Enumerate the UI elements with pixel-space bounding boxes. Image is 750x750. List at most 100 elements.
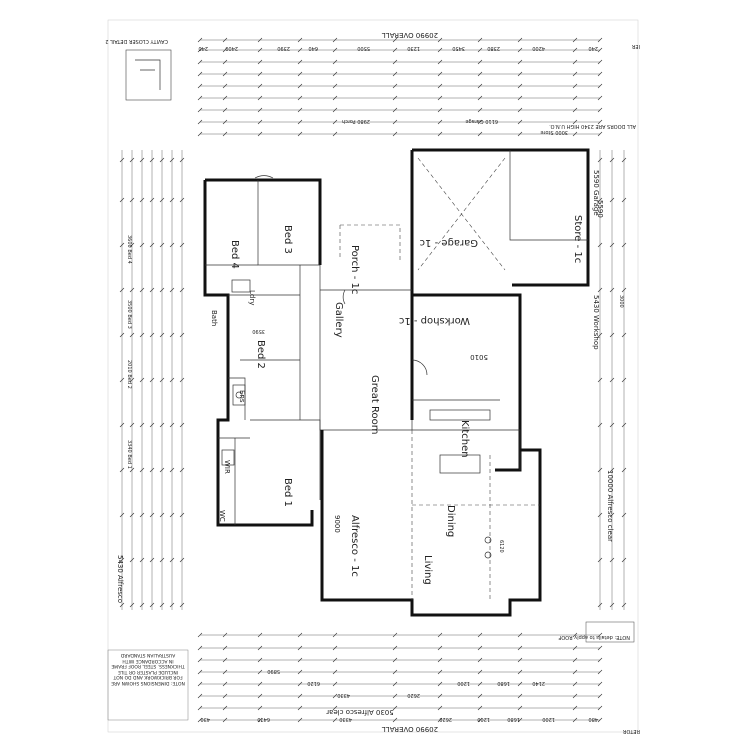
dimension-tick	[197, 669, 203, 675]
top-seg-2: 2390	[277, 45, 290, 51]
dimension-tick	[139, 157, 145, 163]
dimension-tick	[197, 705, 203, 711]
dimension-tick	[159, 197, 165, 203]
dim-living-depth: 6120	[498, 540, 504, 553]
dimension-tick	[597, 47, 603, 53]
dimension-tick	[179, 242, 185, 248]
dimension-tick	[332, 95, 338, 101]
room-bed1: Bed 1	[282, 478, 293, 507]
dimension-tick	[297, 717, 303, 723]
dimension-tick	[222, 95, 228, 101]
dimension-tick	[257, 705, 263, 711]
dimension-tick	[119, 157, 125, 163]
dimension-tick	[129, 512, 135, 518]
dimension-tick	[621, 512, 627, 518]
dimension-tick	[392, 693, 398, 699]
dimension-tick	[517, 71, 523, 77]
dimension-tick	[257, 693, 263, 699]
dimension-tick	[621, 287, 627, 293]
left-dim-bed4: 3600 Bed 4	[126, 235, 132, 264]
dimension-tick	[392, 717, 398, 723]
dimension-tick	[257, 37, 263, 43]
dimension-tick	[332, 632, 338, 638]
dimension-tick	[179, 197, 185, 203]
dimension-tick	[597, 95, 603, 101]
dimension-tick	[392, 107, 398, 113]
dimension-tick	[197, 83, 203, 89]
bottom-seg-0: 430	[200, 716, 210, 722]
dimension-tick	[621, 422, 627, 428]
dimension-tick	[119, 287, 125, 293]
bottom-seg-6: 1200	[542, 716, 555, 722]
dimension-tick	[159, 512, 165, 518]
dimension-tick	[597, 557, 603, 563]
dimension-tick	[179, 557, 185, 563]
dimension-tick	[477, 657, 483, 663]
dimension-tick	[517, 59, 523, 65]
room-workshop: Workshop - 1c	[399, 315, 470, 326]
dimension-tick	[257, 717, 263, 723]
dimension-tick	[297, 95, 303, 101]
dimension-tick	[297, 37, 303, 43]
dimension-tick	[332, 669, 338, 675]
dimension-tick	[139, 557, 145, 563]
dimension-tick	[477, 59, 483, 65]
dimension-tick	[477, 107, 483, 113]
dimension-tick	[477, 83, 483, 89]
dimension-tick	[257, 83, 263, 89]
dimension-tick	[597, 717, 603, 723]
dimension-tick	[621, 242, 627, 248]
dimension-tick	[119, 602, 125, 608]
dimension-tick	[437, 37, 443, 43]
dimension-tick	[597, 422, 603, 428]
dimension-tick	[257, 669, 263, 675]
dimension-tick	[572, 645, 578, 651]
dimension-tick	[129, 557, 135, 563]
dimension-tick	[179, 602, 185, 608]
dimension-tick	[597, 705, 603, 711]
dimension-tick	[169, 512, 175, 518]
dimension-tick	[149, 157, 155, 163]
dimension-tick	[609, 157, 615, 163]
dimension-tick	[129, 467, 135, 473]
dimension-tick	[392, 645, 398, 651]
internal-dims: 5010 9000 5590 3590 6120	[252, 200, 604, 553]
bottom-left-note-text: NOTE: DIMENSIONS SHOWN ARE FOR BRICKWORK…	[111, 652, 185, 686]
dimension-tick	[477, 95, 483, 101]
dimension-tick	[222, 37, 228, 43]
dimension-tick	[621, 377, 627, 383]
dimension-tick	[597, 332, 603, 338]
dimension-tick	[517, 131, 523, 137]
dimension-tick	[517, 645, 523, 651]
dimension-tick	[572, 657, 578, 663]
dimension-tick	[437, 107, 443, 113]
bottom-sub-1: 2620	[407, 692, 420, 698]
dimension-tick	[597, 602, 603, 608]
dimension-tick	[197, 95, 203, 101]
dimension-tick	[159, 377, 165, 383]
bottom-seg-2: 4330	[339, 716, 352, 722]
dimension-tick	[169, 422, 175, 428]
dimension-tick	[572, 107, 578, 113]
top-seg-4: 5500	[357, 45, 370, 51]
dimension-tick	[257, 47, 263, 53]
dimension-tick	[169, 287, 175, 293]
doors-note: ALL DOORS ARE 2340 HIGH U.N.O.	[549, 123, 636, 129]
dimension-tick	[197, 59, 203, 65]
dimension-tick	[477, 693, 483, 699]
dimension-tick	[597, 71, 603, 77]
dimension-tick	[222, 131, 228, 137]
room-dining: Dining	[445, 505, 456, 537]
dimension-tick	[392, 131, 398, 137]
bottom-sub-6: 5890	[267, 668, 280, 674]
dimension-tick	[572, 83, 578, 89]
dimension-tick	[392, 632, 398, 638]
room-labels: Bed 3 Bed 4 Bed 2 Bed 1 Garage - 1c Stor…	[210, 215, 583, 585]
dimension-tick	[597, 83, 603, 89]
bottom-right-note-text: NOTE: details to apply ROOF	[558, 634, 630, 640]
dimension-tick	[222, 705, 228, 711]
dimension-tick	[597, 119, 603, 125]
dimension-tick	[222, 119, 228, 125]
cavity-closer-title: CAVITY CLOSER DETAIL 2	[105, 38, 168, 44]
